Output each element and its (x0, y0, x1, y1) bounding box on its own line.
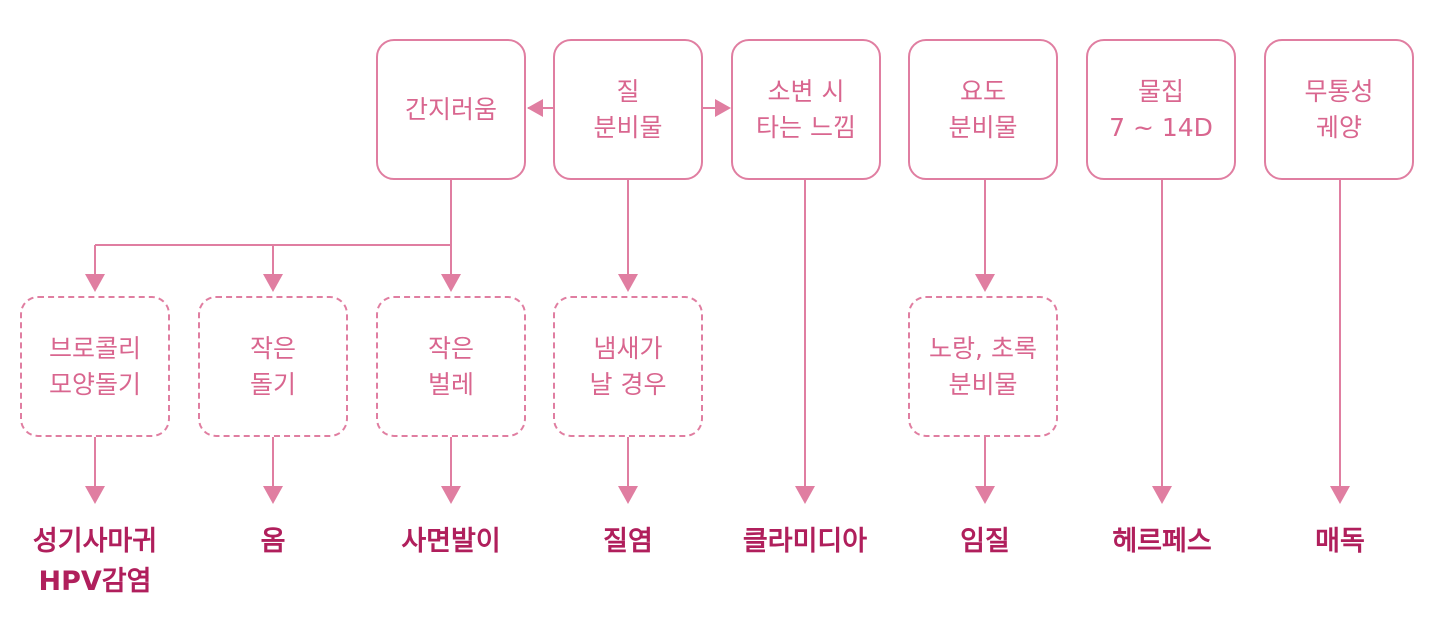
arrowhead (85, 274, 105, 292)
sign-small-bugs-line2: 벌레 (427, 369, 474, 399)
sign-small-bugs-line1: 작은 (427, 333, 474, 363)
sign-small-bumps-box: 작은 돌기 (198, 296, 348, 437)
sign-small-bumps-line1: 작은 (249, 333, 296, 363)
disease-chlamydia: 클라미디아 (742, 526, 868, 557)
symptom-burning-urination-box: 소변 시 타는 느낌 (731, 39, 881, 180)
symptom-blister-line1: 물집 (1137, 76, 1184, 106)
arrowhead (715, 99, 731, 117)
sign-yellow-green-line2: 분비물 (948, 369, 1018, 399)
arrowhead (263, 274, 283, 292)
symptom-painless-ulcer-box: 무통성 궤양 (1264, 39, 1414, 180)
arrowhead (85, 486, 105, 504)
arrowhead (527, 99, 543, 117)
disease-warts-line1: 성기사마귀 (32, 526, 158, 557)
symptom-urethral-discharge-box: 요도 분비물 (908, 39, 1058, 180)
sign-yellow-green-discharge-box: 노랑, 초록 분비물 (908, 296, 1058, 437)
arrowhead (795, 486, 815, 504)
sign-odor-line2: 날 경우 (589, 369, 667, 399)
symptom-ulcer-line1: 무통성 (1304, 76, 1374, 106)
symptom-blister-line2: 7 ~ 14D (1109, 112, 1213, 142)
symptom-burning-line2: 타는 느낌 (756, 112, 856, 142)
arrowhead (1330, 486, 1350, 504)
disease-pubic-lice: 사면발이 (401, 526, 501, 557)
sign-odor-line1: 냄새가 (593, 333, 663, 363)
sign-small-bumps-line2: 돌기 (249, 369, 296, 399)
disease-scabies: 옴 (260, 526, 286, 557)
arrowhead (263, 486, 283, 504)
symptom-ulcer-line2: 궤양 (1315, 112, 1362, 142)
symptom-burning-line1: 소변 시 (767, 76, 845, 106)
symptom-urethral-line2: 분비물 (948, 112, 1018, 142)
disease-genital-warts: 성기사마귀 HPV감염 (0, 522, 190, 602)
symptom-discharge-line2: 분비물 (593, 112, 663, 142)
arrowhead (975, 274, 995, 292)
symptom-blister-box: 물집 7 ~ 14D (1086, 39, 1236, 180)
symptom-itch-box: 간지러움 (376, 39, 526, 180)
symptom-itch-label: 간지러움 (404, 94, 497, 124)
sign-yellow-green-line1: 노랑, 초록 (929, 333, 1037, 363)
sign-broccoli-bumps-box: 브로콜리 모양돌기 (20, 296, 170, 437)
arrowhead (618, 486, 638, 504)
disease-warts-line2: HPV감염 (38, 566, 152, 597)
sign-small-bugs-box: 작은 벌레 (376, 296, 526, 437)
disease-syphilis: 매독 (1315, 526, 1365, 557)
disease-herpes: 헤르페스 (1112, 526, 1212, 557)
sign-odor-box: 냄새가 날 경우 (553, 296, 703, 437)
arrowhead (1152, 486, 1172, 504)
disease-gonorrhea: 임질 (960, 526, 1010, 557)
arrowhead (441, 486, 461, 504)
arrowhead (618, 274, 638, 292)
arrowhead (441, 274, 461, 292)
symptom-vaginal-discharge-box: 질 분비물 (553, 39, 703, 180)
sign-broccoli-line2: 모양돌기 (48, 369, 141, 399)
disease-vaginitis: 질염 (603, 526, 653, 557)
symptom-urethral-line1: 요도 (959, 76, 1006, 106)
arrowhead (975, 486, 995, 504)
symptom-discharge-line1: 질 (616, 76, 640, 106)
sign-broccoli-line1: 브로콜리 (48, 333, 141, 363)
